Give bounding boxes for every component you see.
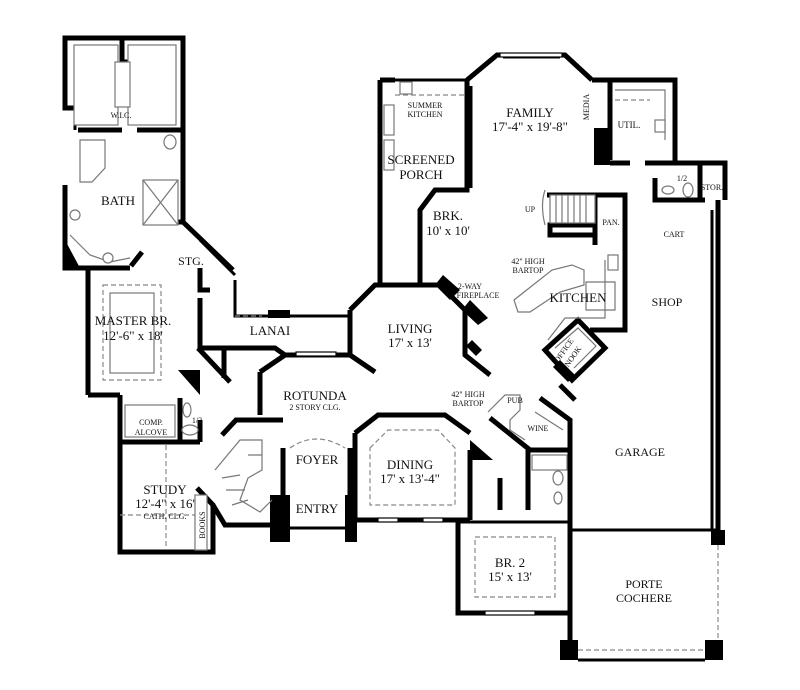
label-living-dims: 17' x 13' bbox=[388, 335, 432, 350]
label-brk-dims: 10' x 10' bbox=[426, 223, 470, 238]
room-labels: W.I.C. BATH STG. MASTER BR. 12'-6" x 18'… bbox=[95, 94, 723, 605]
label-foyer: FOYER bbox=[296, 452, 339, 467]
label-fireplace-2: FIREPLACE bbox=[457, 291, 500, 300]
label-half-bath-east: 1/2 bbox=[677, 174, 687, 183]
label-kitchen: KITCHEN bbox=[549, 290, 607, 305]
label-family: FAMILY bbox=[506, 105, 554, 120]
label-master-br: MASTER BR. bbox=[95, 313, 172, 328]
label-summer: SUMMER bbox=[408, 101, 443, 110]
label-bartop-pub-1: 42" HIGH bbox=[451, 390, 484, 399]
label-half-bath-west: 1/2 bbox=[192, 416, 202, 425]
label-br2: BR. 2 bbox=[495, 555, 525, 570]
label-lanai: LANAI bbox=[250, 323, 290, 338]
label-garage: GARAGE bbox=[615, 445, 665, 459]
label-porte: PORTE bbox=[625, 577, 662, 591]
label-alcove: ALCOVE bbox=[135, 428, 168, 437]
label-bartop-kitchen-2: BARTOP bbox=[513, 266, 544, 275]
label-util: UTIL. bbox=[618, 120, 641, 130]
label-pub: PUB bbox=[507, 396, 523, 405]
label-cart: CART bbox=[664, 230, 685, 239]
label-br2-dims: 15' x 13' bbox=[488, 569, 532, 584]
label-bartop-pub-2: BARTOP bbox=[453, 399, 484, 408]
label-wic: W.I.C. bbox=[111, 111, 132, 120]
label-porch: PORCH bbox=[399, 167, 442, 182]
label-rotunda-note: 2 STORY CLG. bbox=[289, 403, 340, 412]
label-bartop-kitchen-1: 42" HIGH bbox=[511, 257, 544, 266]
label-pan: PAN. bbox=[602, 218, 619, 227]
label-brk: BRK. bbox=[433, 208, 463, 223]
fixtures bbox=[69, 44, 694, 616]
label-family-dims: 17'-4" x 19'-8" bbox=[492, 119, 568, 134]
label-up: UP bbox=[525, 205, 536, 214]
label-dining-dims: 17' x 13'-4" bbox=[380, 471, 440, 486]
label-shop: SHOP bbox=[652, 295, 683, 309]
label-rotunda: ROTUNDA bbox=[283, 388, 347, 403]
label-study: STUDY bbox=[143, 482, 187, 497]
label-fireplace-1: 2-WAY bbox=[458, 282, 482, 291]
label-study-note: CATH. CLG. bbox=[144, 512, 187, 521]
label-master-dims: 12'-6" x 18' bbox=[103, 328, 163, 343]
label-summer-kitchen: KITCHEN bbox=[407, 110, 442, 119]
label-screened: SCREENED bbox=[387, 152, 454, 167]
label-dining: DINING bbox=[387, 457, 433, 472]
label-cochere: COCHERE bbox=[616, 591, 672, 605]
label-books: BOOKS bbox=[198, 511, 207, 538]
label-wine: WINE bbox=[528, 424, 549, 433]
label-media: MEDIA bbox=[582, 94, 591, 120]
label-study-dims: 12'-4" x 16' bbox=[135, 496, 195, 511]
label-bath: BATH bbox=[101, 193, 135, 208]
label-comp: COMP. bbox=[139, 418, 163, 427]
label-entry: ENTRY bbox=[296, 501, 339, 516]
label-stor: STOR. bbox=[701, 183, 723, 192]
label-stg: STG. bbox=[178, 254, 204, 268]
label-living: LIVING bbox=[388, 321, 433, 336]
